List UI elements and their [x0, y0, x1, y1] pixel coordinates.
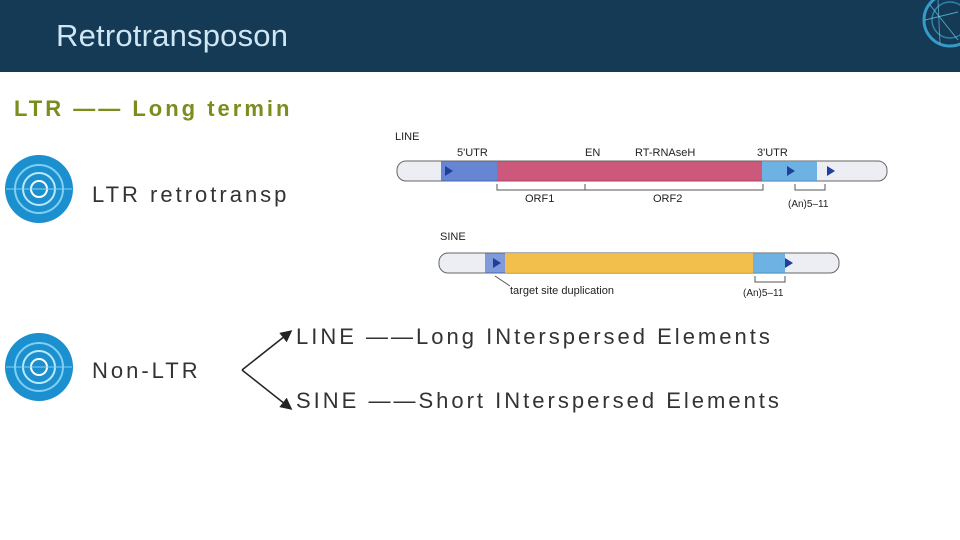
- utr3-label: 3'UTR: [757, 147, 788, 159]
- sine-diagram-label: SINE: [440, 231, 466, 243]
- circuit-decoration-icon: [922, 0, 960, 48]
- item-ltr-retrotransposon: LTR retrotransp: [92, 182, 290, 207]
- orf2-label: ORF2: [653, 193, 682, 205]
- subtitle-ltr-definition: LTR —— Long termin: [14, 96, 293, 121]
- en-label: EN: [585, 147, 600, 159]
- title-bar: Retrotransposon: [0, 0, 960, 72]
- rt-rnaseh-label: RT-RNAseH: [635, 147, 695, 159]
- utr5-segment: [441, 161, 497, 181]
- item-non-ltr: Non-LTR: [92, 358, 201, 383]
- line-diagram-label: LINE: [395, 131, 419, 143]
- sine-body-segment: [505, 253, 753, 273]
- line-sine-diagram: LINE 5'UTR EN RT-RNAseH 3'UTR ORF1 ORF2 …: [345, 100, 910, 312]
- line-definition: LINE ——Long INterspersed Elements: [296, 324, 773, 349]
- branch-arrows: [241, 330, 293, 410]
- sine-polya-label: (An)5–11: [743, 288, 784, 299]
- en-rt-segment: [497, 161, 762, 181]
- target-bullet-icon: [5, 333, 73, 401]
- target-bullet-icon: [5, 155, 73, 223]
- utr5-label: 5'UTR: [457, 147, 488, 159]
- sine-definition: SINE ——Short INterspersed Elements: [296, 388, 782, 413]
- orf1-label: ORF1: [525, 193, 554, 205]
- page-title: Retrotransposon: [56, 18, 289, 53]
- line-polya-label: (An)5–11: [788, 199, 829, 210]
- target-site-duplication-label: target site duplication: [510, 285, 614, 297]
